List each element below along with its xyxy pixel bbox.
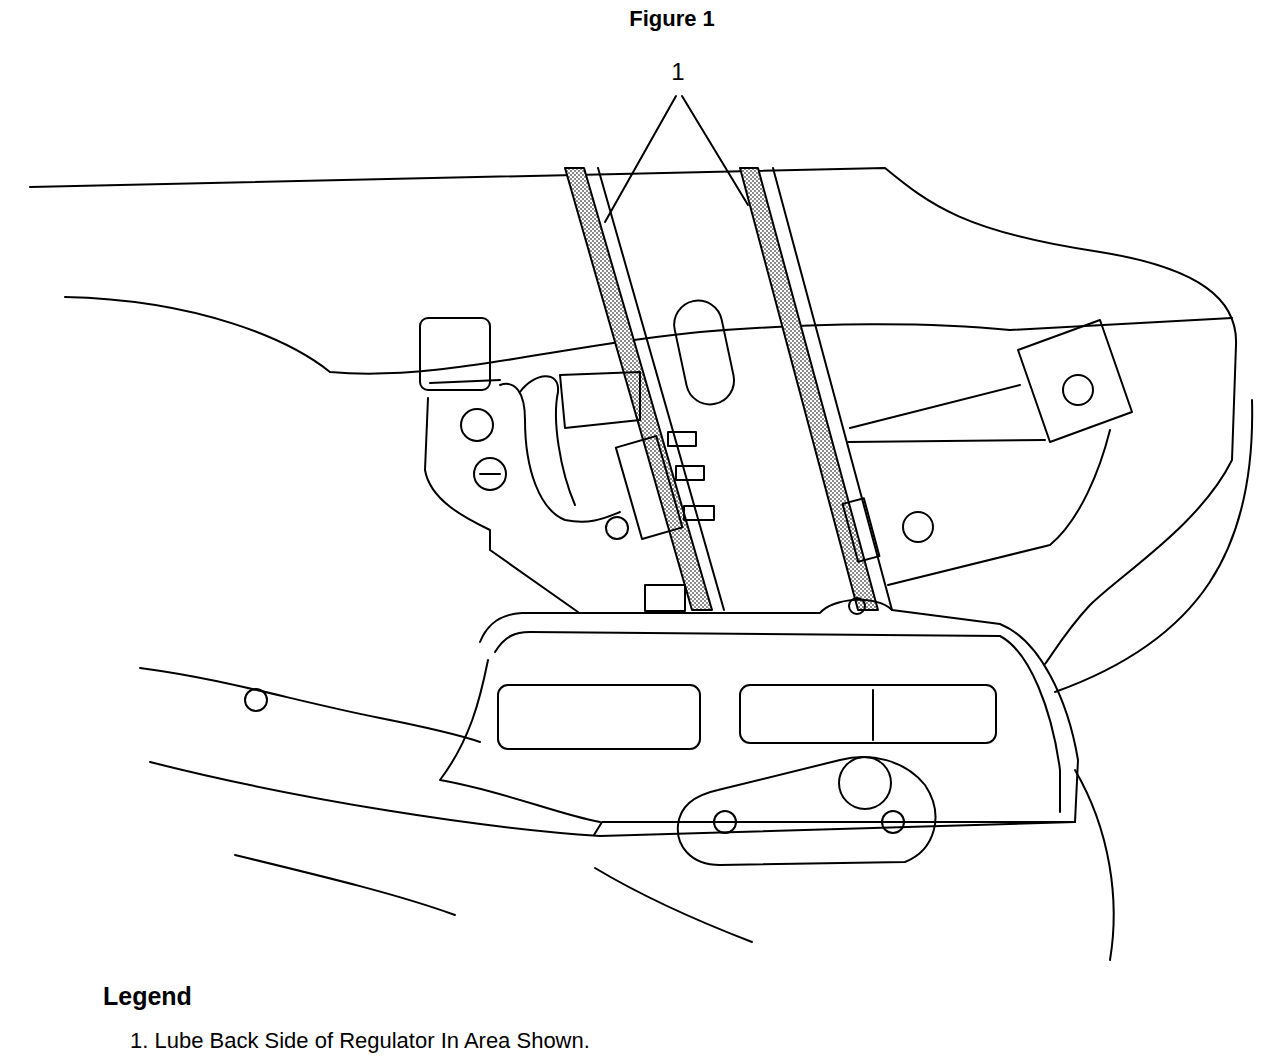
rail-slot [670,296,739,409]
sash-channel [480,600,1078,835]
door-outline [30,168,1236,664]
rail-clip-tab [684,506,714,520]
rail-clip-tab [668,432,696,446]
channel-line [872,690,874,740]
callout-number: 1 [671,58,684,86]
lube-area [740,168,878,610]
door-edge [1055,400,1252,692]
lube-area [565,168,712,610]
rail-edge [598,168,724,610]
hole [245,689,267,711]
right-bracket [1018,320,1132,442]
hole [849,598,865,614]
rail-clip [843,498,880,562]
pivot [839,757,891,809]
regulator-arm-link [678,757,936,865]
door-edge [1075,770,1114,960]
door-lower-line [595,868,752,942]
link-arm [560,372,640,428]
bolt [474,458,506,490]
rail-clip [616,436,683,539]
rail-edge [773,168,892,610]
bolt [461,409,493,441]
leader-line [605,96,676,222]
legend-heading: Legend [103,982,192,1011]
bolt [1063,375,1093,405]
sash-channel-inner [495,632,1060,812]
bolt [882,811,904,833]
clip-base [430,380,500,383]
hole [606,517,628,539]
channel-opening [498,685,700,749]
door-lower-line [150,762,1075,836]
legend-text: 1. Lube Back Side of Regulator In Area S… [130,1028,590,1053]
rail-stop [645,585,685,611]
door-lower-line [140,668,480,742]
channel-opening [740,685,996,743]
right-plate [848,385,1110,585]
hole [903,512,933,542]
clip [420,318,490,390]
leader-line [682,96,748,205]
rail-clip-tab [676,466,704,480]
door-lower-line [235,855,455,915]
bolt-slot [480,473,500,475]
left-bracket [425,398,578,612]
figure-title: Figure 1 [629,6,715,31]
bolt [714,811,736,833]
left-hook [520,376,575,505]
